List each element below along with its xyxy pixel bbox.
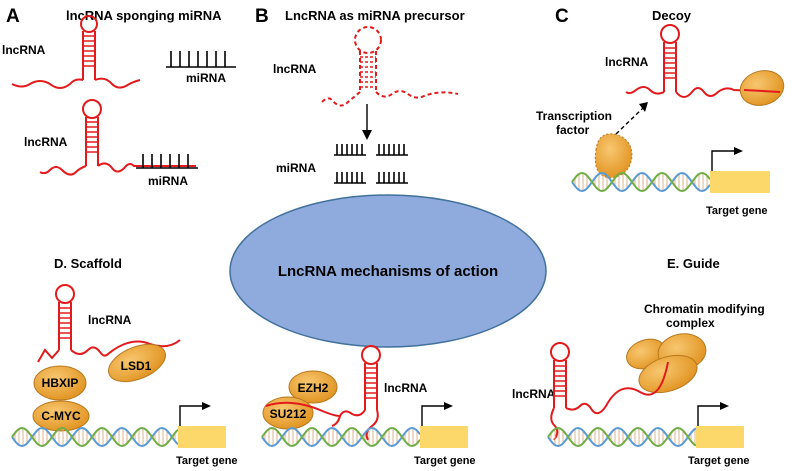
transcription-factor-shape	[594, 133, 633, 179]
protein-su212-label: SU212	[270, 407, 307, 421]
protein-cmyc-label: C-MYC	[41, 409, 81, 423]
panel-c-lncrna-label: lncRNA	[605, 55, 649, 69]
panel-a-lncrna-label-1: lncRNA	[2, 43, 46, 57]
panel-a-lncrna-label-2: lncRNA	[24, 135, 68, 149]
panel-c-title: Decoy	[652, 8, 692, 23]
lncrna-decoy-hairpin	[625, 24, 781, 98]
chromatin-modifying-complex	[626, 333, 707, 394]
dna-layer	[11, 147, 770, 448]
promoter-arrow-c	[711, 147, 743, 171]
lncrna-guide-hairpin	[550, 342, 669, 441]
panel-a-title: lncRNA sponging miRNA	[66, 8, 222, 23]
center-ellipse-group: LncRNA mechanisms of action	[229, 194, 547, 348]
panel-d: D. Scaffold lncRNA HBXIP LSD1 C-MYC	[32, 256, 181, 432]
panel-b-mirna-label: miRNA	[276, 161, 316, 175]
dna-helix-d	[11, 426, 179, 448]
guide-protein-su212[interactable]: SU212	[262, 396, 314, 430]
center-ellipse	[229, 194, 547, 348]
panel-e-target-gene-label: Target gene	[688, 455, 750, 467]
panel-e-title: E. Guide	[667, 256, 720, 271]
panel-b-lncrna-label: lncRNA	[273, 62, 317, 76]
panel-c: C Decoy lncRNA Transcription factor	[536, 6, 785, 179]
target-gene-box-mid	[420, 426, 468, 448]
panel-a-mirna-label-1: miRNA	[186, 71, 226, 85]
scaffold-protein-hbxip[interactable]: HBXIP	[33, 365, 87, 401]
mature-mirnas	[334, 144, 408, 184]
panel-a-letter: A	[6, 6, 20, 27]
scaffold-protein-lsd1[interactable]: LSD1	[103, 337, 171, 389]
panel-a: A lncRNA sponging miRNA lncRNA	[2, 6, 236, 188]
protein-lsd1-label: LSD1	[121, 359, 152, 373]
panel-b: B LncRNA as miRNA precursor lncRNA miRNA	[255, 6, 465, 184]
lncrna-hairpin-a1	[11, 15, 141, 89]
panel-b-letter: B	[255, 6, 269, 27]
lncrna-tail-over-tf	[743, 89, 781, 93]
mirna-duplex-a1	[166, 51, 236, 68]
promoter-arrow-e	[697, 402, 729, 426]
panel-e: E. Guide Chromatin modifying complex lnc…	[512, 256, 765, 441]
panel-e-complex-line1: Chromatin modifying	[644, 302, 765, 316]
lncrna-mid-hairpin	[331, 345, 381, 441]
panel-b-title: LncRNA as miRNA precursor	[285, 8, 465, 23]
panel-e-lncrna-label: lncRNA	[512, 387, 556, 401]
target-gene-box-e	[696, 426, 744, 448]
scaffold-protein-cmyc[interactable]: C-MYC	[32, 400, 90, 432]
protein-hbxip-label: HBXIP	[42, 376, 79, 390]
panel-e-complex-line2: complex	[666, 316, 715, 330]
panel-c-target-gene-label: Target gene	[706, 205, 768, 217]
panel-c-letter: C	[555, 6, 569, 27]
panel-mid-target-gene-label: Target gene	[414, 455, 476, 467]
lncrna-precursor-hairpin	[321, 26, 459, 107]
dna-helix-mid	[261, 426, 421, 448]
protein-ezh2-label: EZH2	[298, 381, 329, 395]
lncrna-hairpin-a2	[39, 99, 196, 176]
target-gene-box-c	[710, 171, 770, 193]
panel-d-target-gene-label: Target gene	[176, 455, 238, 467]
promoter-arrow-mid	[421, 402, 453, 426]
panel-c-tf-label-line2: factor	[556, 123, 590, 137]
processing-arrow	[362, 104, 372, 140]
promoter-arrow-d	[179, 402, 211, 426]
lncrna-mid-tail	[265, 401, 341, 417]
center-title: LncRNA mechanisms of action	[278, 263, 498, 280]
panel-mid-lncrna-label: lncRNA	[384, 381, 428, 395]
target-gene-box-d	[178, 426, 226, 448]
panel-d-lncrna-label: lncRNA	[88, 313, 132, 327]
mirna-bound-a2	[136, 154, 198, 169]
decoy-dashed-arrow	[615, 102, 648, 135]
panel-a-mirna-label-2: miRNA	[148, 174, 188, 188]
panel-mid: lncRNA EZH2 SU212	[262, 345, 428, 441]
dna-helix-c	[571, 171, 711, 193]
panel-c-tf-label-line1: Transcription	[536, 109, 612, 123]
dna-helix-e	[547, 426, 697, 448]
guide-protein-ezh2[interactable]: EZH2	[288, 370, 338, 404]
panel-d-title: D. Scaffold	[54, 256, 122, 271]
tf-bound-to-lncrna	[739, 70, 785, 106]
